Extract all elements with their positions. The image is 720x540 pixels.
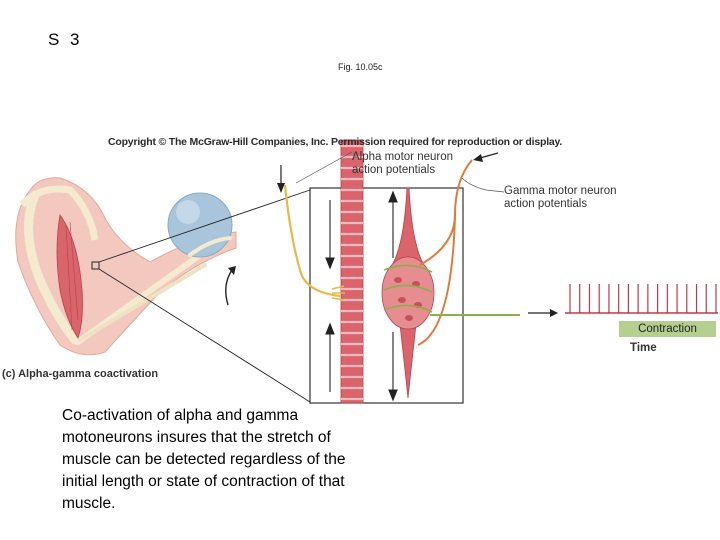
gamma-motor-nerve-bottom [417, 214, 456, 346]
zoom-line-top [98, 189, 311, 263]
alpha-motor-neuron-label: Alpha motor neuron action potentials [352, 151, 453, 177]
extrafusal-fiber [340, 139, 364, 404]
action-potential-spikes [569, 284, 717, 313]
caption-text: Co-activation of alpha and gamma motoneu… [62, 407, 346, 512]
figure-label: Fig. 10.05c [338, 62, 383, 72]
magnified-region-marker [91, 261, 100, 270]
stretch-arrows [325, 190, 398, 402]
copyright-notice: Copyright © The McGraw-Hill Companies, I… [108, 136, 563, 148]
slide-number: S 3 [48, 30, 83, 49]
zoom-line-bottom [98, 268, 311, 403]
alpha-motor-nerve [283, 184, 341, 298]
gamma-label-line1: Gamma motor neuron [504, 185, 617, 197]
alpha-label-line2: action potentials [352, 164, 436, 176]
time-label: Time [630, 342, 657, 354]
biceps-muscle [56, 213, 83, 339]
arm-illustration [15, 177, 237, 356]
panel-label: (c) Alpha-gamma coactivation [2, 368, 159, 380]
gamma-motor-neuron-label: Gamma motor neuron action potentials [504, 185, 617, 211]
alpha-label-line1: Alpha motor neuron [352, 151, 454, 163]
flexion-arrow [225, 269, 233, 306]
contraction-label: Contraction [619, 321, 716, 337]
gamma-label-line2: action potentials [504, 198, 588, 210]
